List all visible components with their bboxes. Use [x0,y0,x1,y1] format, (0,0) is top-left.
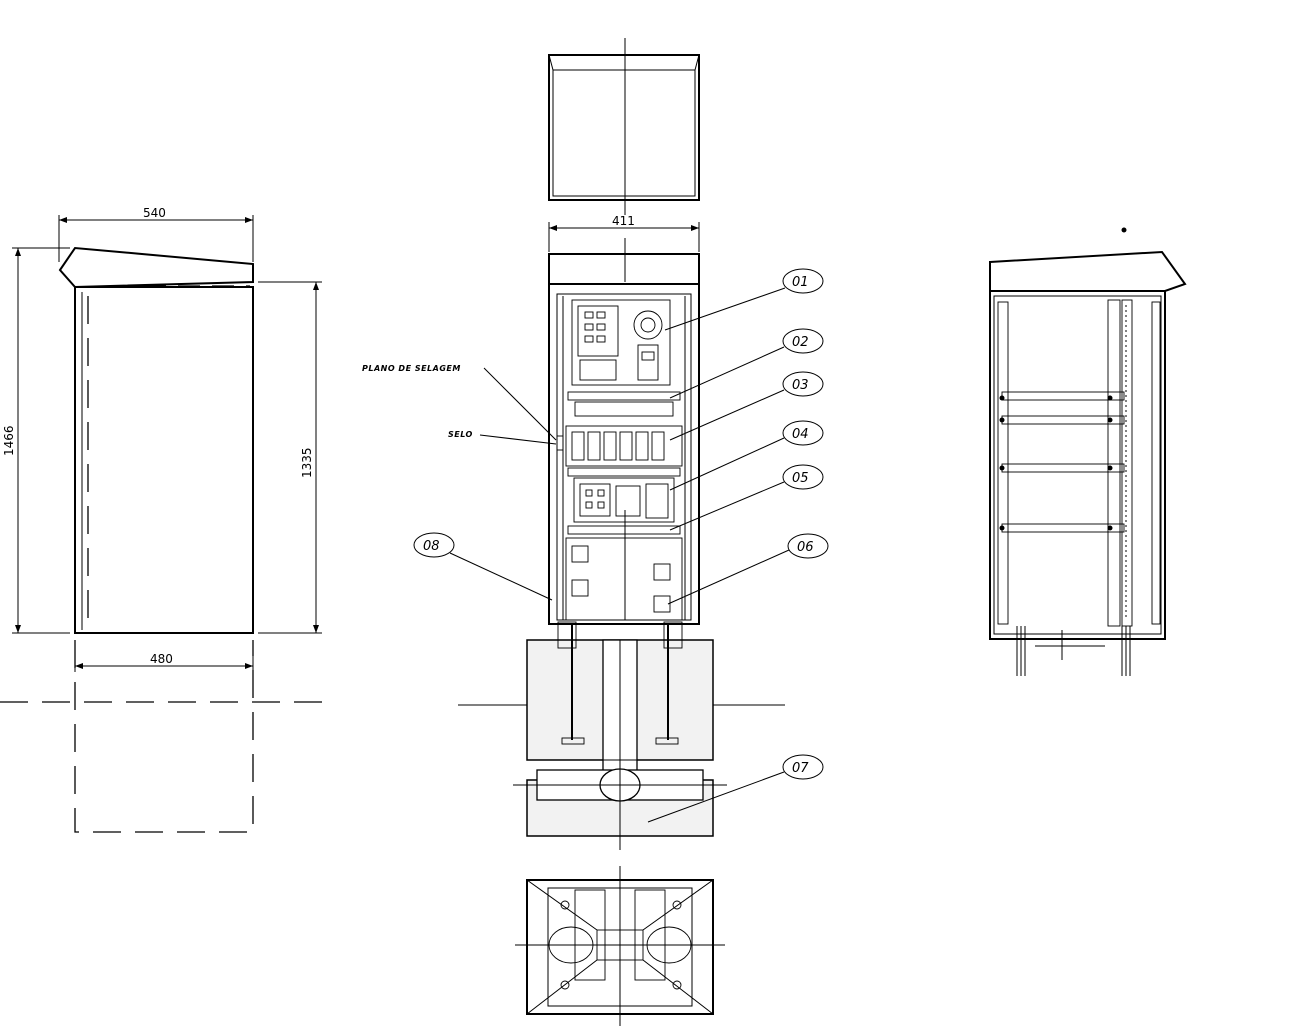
balloon-02: 02 [669,328,824,399]
svg-text:08: 08 [423,539,440,554]
side-view: 540 1466 1335 480 [0,206,325,833]
dim-width-540: 540 [143,206,166,220]
balloon-05: 05 [669,464,824,531]
balloon-06: 06 [667,533,829,605]
note-seal: SELO [448,430,473,439]
note-sealing-plane: PLANO DE SELAGEM [362,364,461,373]
svg-text:02: 02 [792,335,809,350]
dim-base-480: 480 [150,652,173,666]
svg-text:07: 07 [792,761,809,776]
svg-text:04: 04 [792,427,809,442]
rear-view [989,227,1187,676]
front-view: 411 [362,38,785,1026]
balloon-08: 08 [413,532,553,601]
svg-text:05: 05 [792,471,809,486]
balloon-03: 03 [669,371,824,441]
svg-text:01: 01 [792,275,809,290]
dim-height-1466: 1466 [2,425,16,456]
dim-height-1335: 1335 [300,447,314,478]
balloon-04: 04 [669,420,824,491]
svg-text:03: 03 [792,378,809,393]
svg-text:06: 06 [797,540,814,555]
balloon-01: 01 [664,268,824,331]
balloon-07: 07 [647,754,824,823]
dim-front-411: 411 [612,214,635,228]
